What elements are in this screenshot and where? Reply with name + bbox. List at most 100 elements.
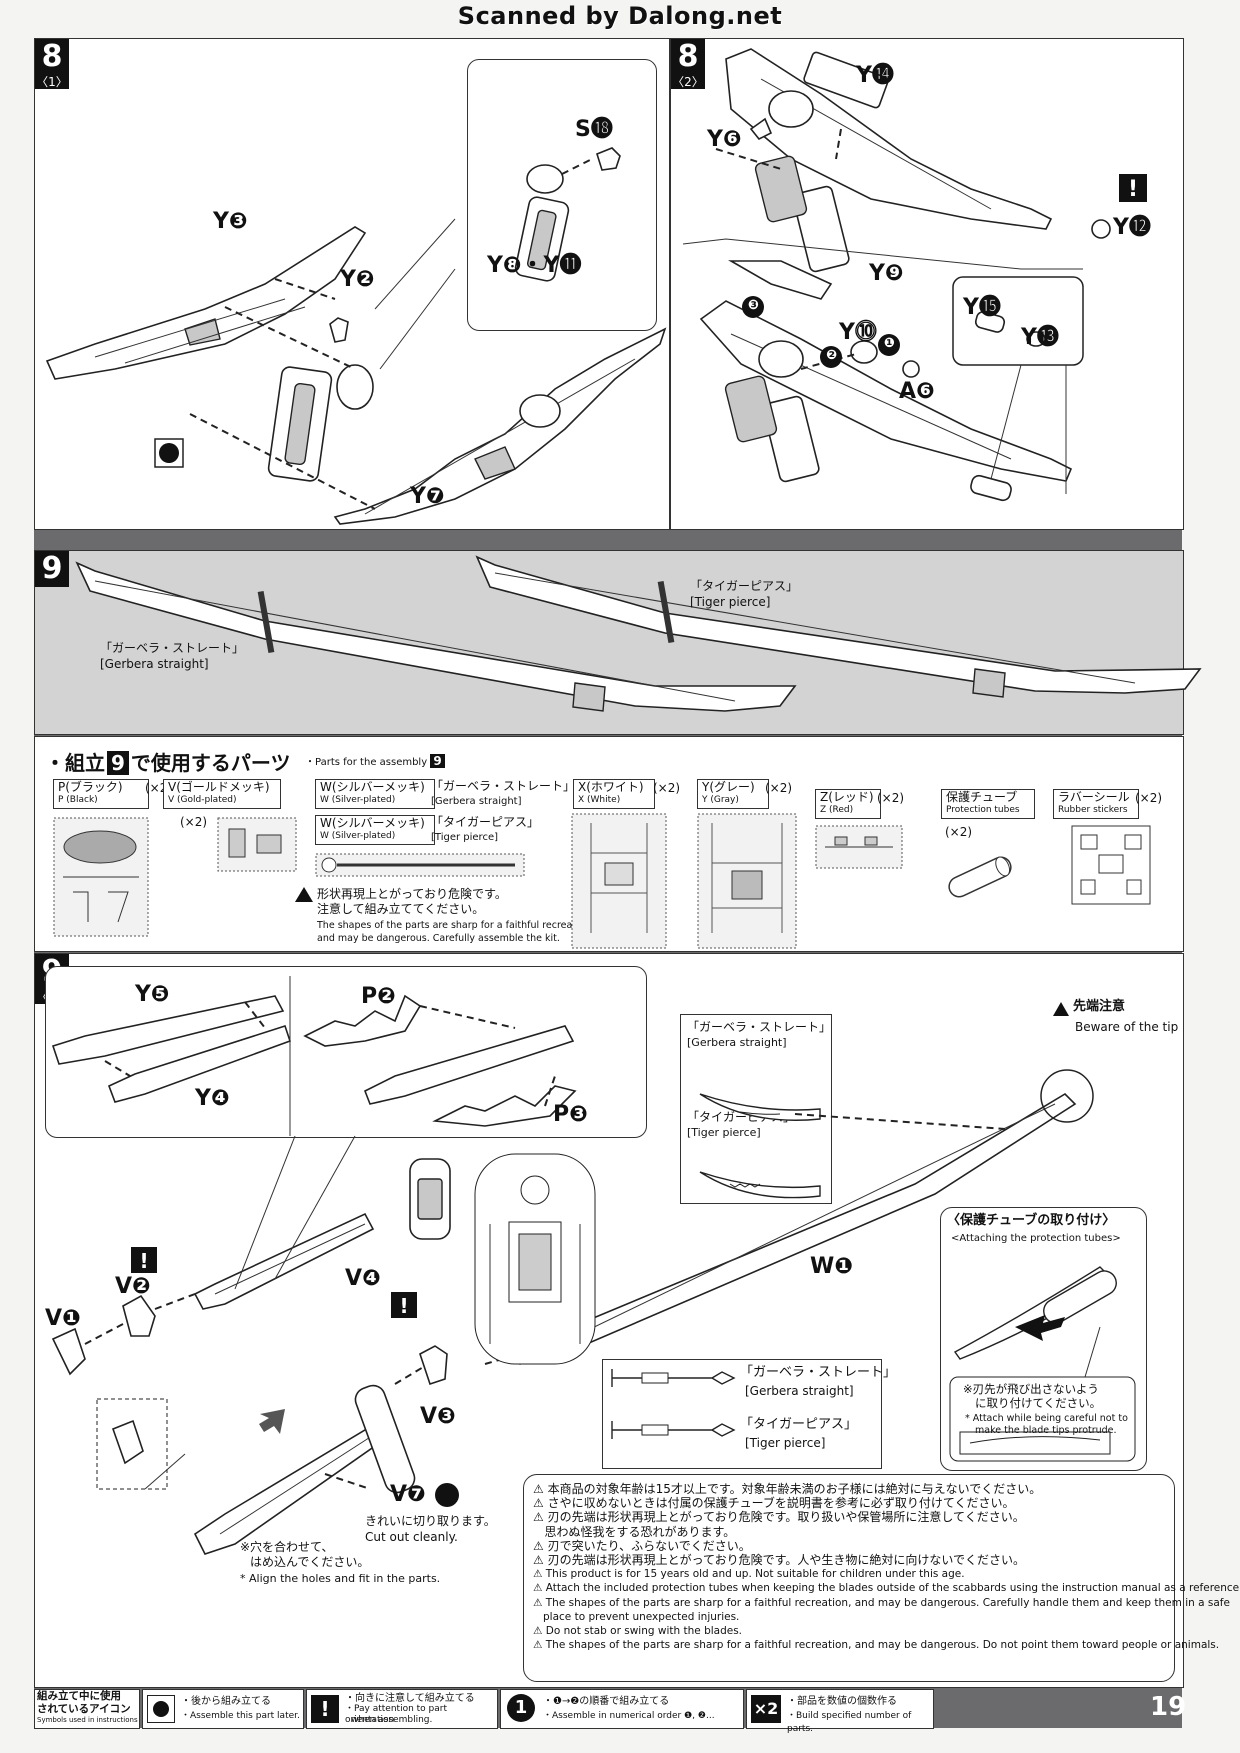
- part-label-y6: Y❻: [707, 127, 742, 152]
- part-w2-jp: W(シルバーメッキ): [320, 816, 425, 830]
- part-label-v7: V❼: [390, 1482, 426, 1507]
- part-label-w1: W❶: [810, 1254, 853, 1279]
- part-y-en: Y (Gray): [702, 795, 739, 805]
- protection-tube-drawing: [948, 856, 1012, 898]
- part-x-sprue: [571, 813, 667, 949]
- hilt-tag-drawing: [611, 1369, 736, 1439]
- part-sticker-mult: (×2): [1135, 791, 1163, 805]
- part-label-p3: P❸: [553, 1102, 588, 1127]
- part-label-y13: Y⓭: [1021, 325, 1059, 350]
- part-label-y14: Y⓮: [856, 63, 894, 88]
- warning-text: 刃で突いたり、ふらないでください。: [547, 1538, 751, 1553]
- warning-line: ⚠ The shapes of the parts are sharp for …: [533, 1596, 1230, 1609]
- watermark: Scanned by Dalong.net: [457, 2, 783, 30]
- warning-text: Attach the included protection tubes whe…: [545, 1582, 1240, 1595]
- align-holes-en: * Align the holes and fit in the parts.: [240, 1572, 441, 1585]
- warning-line: ⚠ 刃で突いたり、ふらないでください。: [533, 1538, 751, 1553]
- inset-gerbera-en: [Gerbera straight]: [687, 1036, 787, 1049]
- tip-warning-en: Beware of the tip: [1075, 1020, 1179, 1034]
- sharp-warning-jp-2: 注意して組み立ててください。: [317, 902, 485, 916]
- part-x-box: X(ホワイト) X (White): [573, 779, 655, 809]
- part-label-y9: Y❾: [869, 261, 904, 286]
- sharp-warning-jp-1: 形状再現上とがっており危険です。: [317, 887, 507, 901]
- warning-text: 刃の先端は形状再現上とがっており危険です。取り扱いや保管場所に注意してください。: [547, 1510, 1025, 1525]
- sharp-warning-en-2: and may be dangerous. Carefully assemble…: [317, 933, 560, 944]
- part-z-en: Z (Red): [820, 805, 854, 815]
- warning-text: 本商品の対象年齢は15才以上です。対象年齢未満のお子様には絶対に与えないでくださ…: [547, 1482, 1042, 1496]
- swords-drawing: [75, 555, 1202, 712]
- part-v-sprue: [217, 817, 297, 872]
- part-v-mult: (×2): [180, 815, 208, 829]
- part-x-en: X (White): [578, 795, 621, 805]
- legend-orient-en-2: when assembling.: [351, 1715, 433, 1725]
- tube-title-en: <Attaching the protection tubes>: [951, 1233, 1121, 1244]
- part-w1-en: W (Silver-plated): [320, 795, 396, 805]
- warning-text: This product is for 15 years old and up.…: [545, 1568, 965, 1581]
- legend-order: 1 ・❶→❷の順番で組み立てる ・Assemble in numerical o…: [500, 1689, 744, 1729]
- sharp-warning-en-1: The shapes of the parts are sharp for a …: [317, 920, 594, 931]
- part-y-box: Y(グレー) Y (Gray): [697, 779, 769, 809]
- part-w1-name-en: [Gerbera straight]: [431, 796, 522, 807]
- substep-label: 〈2〉: [671, 75, 705, 89]
- legend-later: ・後から組み立てる ・Assemble this part later.: [142, 1689, 304, 1729]
- align-holes-jp-1: ※穴を合わせて、: [240, 1540, 334, 1554]
- tag-gerbera-jp: 「ガーベラ・ストレート」: [740, 1365, 897, 1380]
- step-9-banner: 9 「ガーベラ・ストレート」 [Gerbera straight] 「タイガーピ…: [34, 550, 1202, 735]
- warning-line: place to prevent unexpected injuries.: [533, 1610, 1169, 1624]
- tube-note-en-2: make the blade tips protrude.: [975, 1425, 1117, 1436]
- parts-list-title-en: ・Parts for the assembly 9: [305, 754, 445, 769]
- part-w2-name-jp: 「タイガーピアス」: [431, 815, 540, 829]
- part-x-mult: (×2): [653, 781, 681, 795]
- part-label-s18: S⓲: [575, 117, 613, 142]
- numbered-order-icon: 1: [507, 1694, 535, 1722]
- warning-text: Do not stab or swing with the blades.: [545, 1625, 743, 1638]
- title-en: ・Parts for the assembly: [305, 757, 428, 768]
- part-p-en: P (Black): [58, 795, 98, 805]
- tag-tiger-en: [Tiger pierce]: [745, 1436, 826, 1450]
- warning-line: ⚠ さやに収めないときは付属の保護チューブを説明書を参考に必ず取り付けてください…: [533, 1496, 1015, 1511]
- part-label-v3: V❸: [420, 1404, 456, 1429]
- inset-tiger-en: [Tiger pierce]: [687, 1126, 761, 1139]
- part-tube-box: 保護チューブ Protection tubes: [941, 789, 1035, 819]
- tiger-label-en: [Tiger pierce]: [690, 595, 771, 609]
- part-label-y8-y11: Y❽・Y⓫: [487, 253, 582, 278]
- part-v-en: V (Gold-plated): [168, 795, 237, 805]
- safety-warning-box: [523, 1474, 1175, 1682]
- warning-text: place to prevent unexpected injuries.: [543, 1610, 740, 1623]
- warning-text: 刃の先端は形状再現上とがっており危険です。人や生き物に絶対に向けないでください。: [547, 1553, 1026, 1568]
- title-step-box: 9: [107, 751, 129, 775]
- order-step-3: ❸: [748, 298, 760, 313]
- warning-text: 思わぬ怪我をする恐れがあります。: [544, 1524, 736, 1539]
- step-8-2-drawing: !: [682, 48, 1147, 502]
- warning-line: ⚠ Do not stab or swing with the blades.: [533, 1625, 743, 1638]
- tag-tiger-jp: 「タイガーピアス」: [740, 1417, 858, 1432]
- part-sticker-jp: ラバーシール: [1058, 790, 1130, 804]
- part-label-y7: Y❼: [410, 484, 445, 509]
- part-p-sprue: [53, 817, 149, 937]
- warning-line: ⚠ 刃の先端は形状再現上とがっており危険です。人や生き物に絶対に向けないでくださ…: [533, 1553, 1026, 1568]
- part-label-y5: Y❺: [135, 982, 170, 1007]
- step-8-1-panel: 8 〈1〉 Y❸ Y❷ Y❼ S⓲ Y❽・Y: [34, 38, 670, 530]
- step-9-1-panel: 9 〈1〉 ×2 Y❺ Y❹ P❷ P❸ 「ガーベラ・ストレート」 [Gerbe…: [34, 953, 1240, 1688]
- part-label-y4: Y❹: [195, 1086, 230, 1111]
- part-y-jp: Y(グレー): [702, 780, 755, 794]
- safety-warning-list: ⚠ 本商品の対象年齢は15才以上です。対象年齢未満のお子様には絶対に与えないでく…: [533, 1482, 1240, 1652]
- part-tube-mult: (×2): [945, 825, 973, 839]
- part-label-v2: V❷: [115, 1274, 151, 1299]
- substep-label: 〈1〉: [35, 75, 69, 89]
- sub-assembly-drawing: [51, 976, 577, 1136]
- part-z-mult: (×2): [877, 791, 905, 805]
- svg-text:!: !: [139, 1249, 148, 1273]
- part-tube-en: Protection tubes: [946, 805, 1020, 815]
- assemble-later-dot: [153, 1701, 169, 1717]
- order-step-2: ❷: [826, 348, 838, 363]
- part-w1-name-jp: 「ガーベラ・ストレート」: [431, 779, 576, 793]
- legend-multiple: ×2 ・部品を数値の個数作る ・Build specified number o…: [746, 1689, 934, 1734]
- blade-inset-drawing: [699, 1093, 821, 1199]
- svg-text:!: !: [1128, 177, 1138, 202]
- rubber-sticker-drawing: [1071, 825, 1151, 905]
- part-x-jp: X(ホワイト): [578, 780, 644, 794]
- tip-warning-icon: [1053, 1002, 1069, 1016]
